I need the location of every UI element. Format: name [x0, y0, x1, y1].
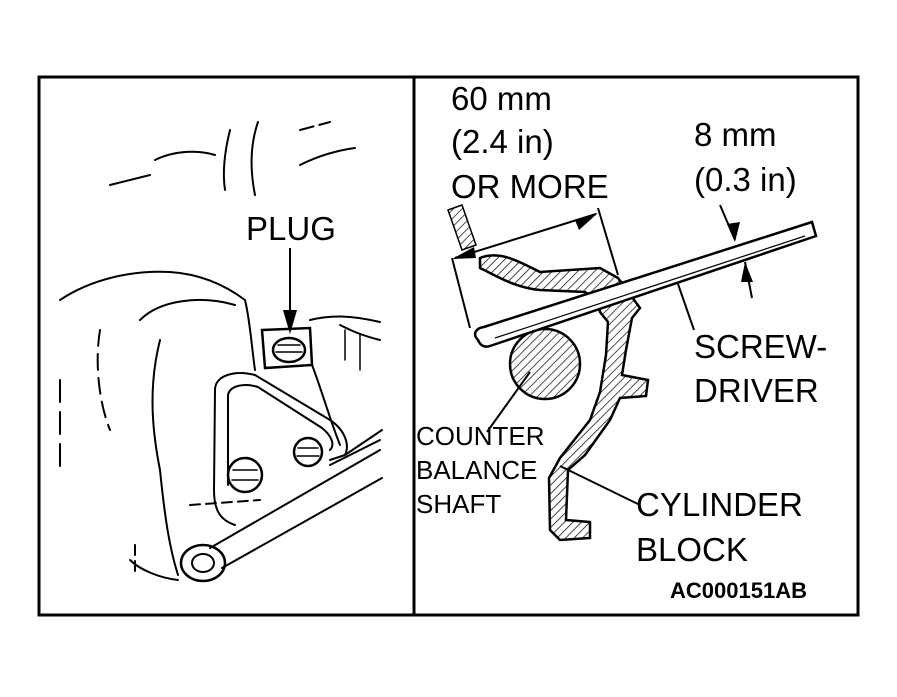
break-line — [447, 204, 477, 251]
cylinder-block-section — [478, 254, 650, 542]
dim-60-label-line2: (2.4 in) — [451, 123, 554, 160]
counter-label-line2: BALANCE — [416, 455, 538, 485]
cylinder-label-line1: CYLINDER — [636, 486, 803, 523]
cylinder-block-leader — [559, 465, 641, 506]
dim-60-arrow-left — [452, 247, 476, 259]
cylinder-label-line2: BLOCK — [636, 531, 748, 568]
counter-label-line3: SHAFT — [416, 489, 502, 519]
screwdriver-label-line2: DRIVER — [694, 372, 819, 409]
dim-60-label-line3: OR MORE — [451, 168, 609, 205]
screwdriver — [473, 220, 818, 348]
engine-block-drawing — [59, 121, 383, 583]
plug-label: PLUG — [246, 210, 336, 247]
dim-8-label-line2: (0.3 in) — [694, 161, 797, 198]
dim-60-arrow-right — [575, 213, 598, 230]
counter-balance-shaft — [508, 327, 582, 401]
dim-60-label-line1: 60 mm — [451, 80, 552, 117]
figure-code: AC000151AB — [670, 578, 807, 603]
counter-shaft-leader — [486, 371, 531, 433]
screwdriver-leader — [677, 283, 695, 331]
dim-8-arrow-top — [727, 222, 740, 242]
figure-frame — [37, 75, 860, 617]
screwdriver-highlight — [494, 235, 806, 339]
counter-label-line1: COUNTER — [416, 421, 545, 451]
screwdriver-label-line1: SCREW- — [694, 328, 828, 365]
dim-60-mm — [451, 207, 619, 329]
plug-arrowhead — [283, 310, 297, 334]
dim-8-arrow-bottom — [741, 262, 753, 282]
dim-8-label-line1: 8 mm — [694, 116, 777, 153]
